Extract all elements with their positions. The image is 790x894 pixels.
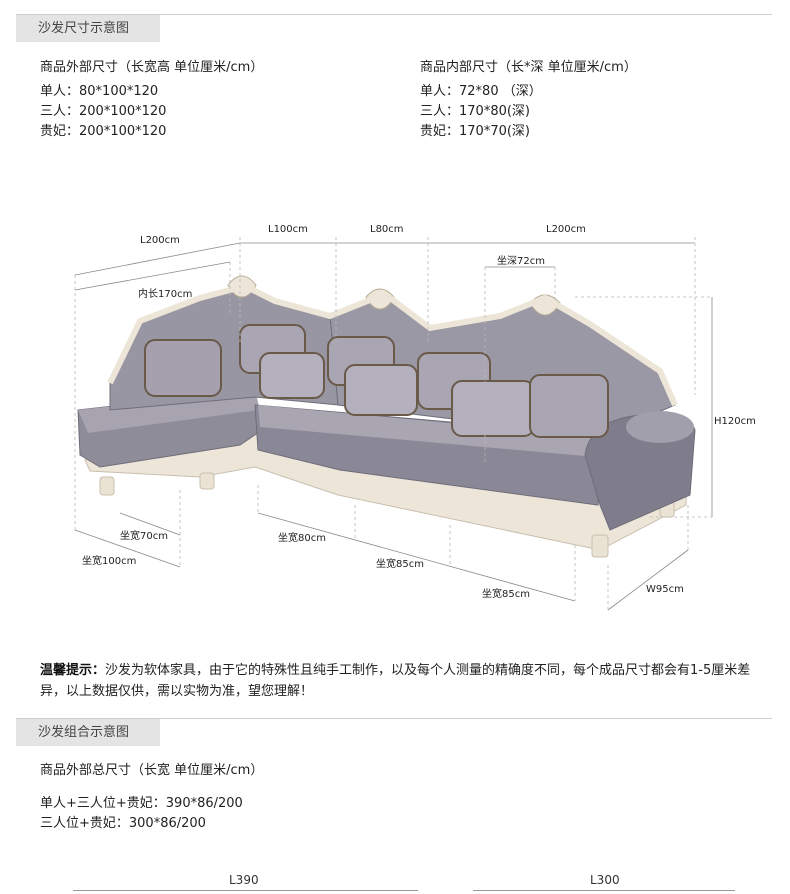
- combo-size-row: 三人位+贵妃：300*86/200: [40, 816, 206, 831]
- sofa-leg: [591, 534, 609, 558]
- inner-size-row: 三人：170*80(深): [420, 104, 530, 119]
- back-trim: [107, 282, 678, 407]
- section1-title: 沙发尺寸示意图: [16, 15, 160, 42]
- dim-label-seat-width-85b: 坐宽85cm: [482, 587, 530, 600]
- throw-pillow: [529, 374, 609, 438]
- dim-label-seat-width-70: 坐宽70cm: [120, 529, 168, 542]
- inner-size-list: 单人：72*80 （深） 三人：170*80(深) 贵妃：170*70(深): [420, 82, 542, 142]
- dim-label-seat-width-80: 坐宽80cm: [278, 531, 326, 544]
- section2-title: 沙发组合示意图: [16, 719, 160, 746]
- dim-label-l200-right: L200cm: [546, 224, 586, 235]
- sofa-illustration: [77, 275, 696, 558]
- inner-size-heading: 商品内部尺寸（长*深 单位厘米/cm）: [420, 60, 637, 75]
- dim-label-width-95: W95cm: [646, 584, 684, 595]
- combo-length-line-390: [73, 890, 418, 891]
- section1-divider: [16, 14, 772, 15]
- outer-size-row: 单人：80*100*120: [40, 84, 159, 99]
- dim-label-l100: L100cm: [268, 224, 308, 235]
- throw-pillow: [259, 352, 325, 399]
- dim-label-l200-left: L200cm: [140, 235, 180, 246]
- warning-text: 沙发为软体家具，由于它的特殊性且纯手工制作，以及每个人测量的精确度不同，每个成品…: [40, 663, 751, 699]
- outer-size-heading: 商品外部尺寸（长宽高 单位厘米/cm）: [40, 60, 264, 75]
- dim-label-seat-width-85a: 坐宽85cm: [376, 557, 424, 570]
- combo-size-row: 单人+三人位+贵妃：390*86/200: [40, 796, 243, 811]
- sofa-dimension-diagram: L200cm L100cm L80cm L200cm 内长170cm 坐深72c…: [74, 224, 756, 611]
- combo-length-label-300: L300: [590, 873, 620, 887]
- throw-pillow: [451, 380, 535, 437]
- main-cushion: [258, 405, 598, 457]
- dimension-lines: [74, 237, 713, 611]
- dim-label-height: H120cm: [714, 416, 756, 427]
- outer-size-list: 单人：80*100*120 三人：200*100*120 贵妃：200*100*…: [40, 82, 166, 142]
- warning-note: 温馨提示：沙发为软体家具，由于它的特殊性且纯手工制作，以及每个人测量的精确度不同…: [40, 660, 760, 702]
- section2-divider: [16, 718, 772, 719]
- warning-label: 温馨提示：: [40, 663, 106, 678]
- combo-length-line-300: [473, 890, 735, 891]
- sofa-leg: [199, 472, 215, 490]
- throw-pillow: [144, 339, 222, 397]
- sofa-leg: [99, 476, 115, 496]
- inner-size-row: 贵妃：170*70(深): [420, 124, 530, 139]
- outer-size-row: 贵妃：200*100*120: [40, 124, 167, 139]
- outer-size-row: 三人：200*100*120: [40, 104, 167, 119]
- arm-roll: [626, 411, 694, 443]
- dim-label-l80: L80cm: [370, 224, 404, 235]
- throw-pillow: [344, 364, 418, 416]
- combo-length-label-390: L390: [229, 873, 259, 887]
- dim-label-seat-width-100: 坐宽100cm: [82, 554, 136, 567]
- inner-size-row: 单人：72*80 （深）: [420, 84, 542, 99]
- dim-label-inner-length: 内长170cm: [138, 287, 192, 300]
- combo-size-list: 单人+三人位+贵妃：390*86/200 三人位+贵妃：300*86/200: [40, 794, 243, 834]
- combo-size-heading: 商品外部总尺寸（长宽 单位厘米/cm）: [40, 763, 264, 778]
- dim-label-seat-depth: 坐深72cm: [497, 255, 545, 267]
